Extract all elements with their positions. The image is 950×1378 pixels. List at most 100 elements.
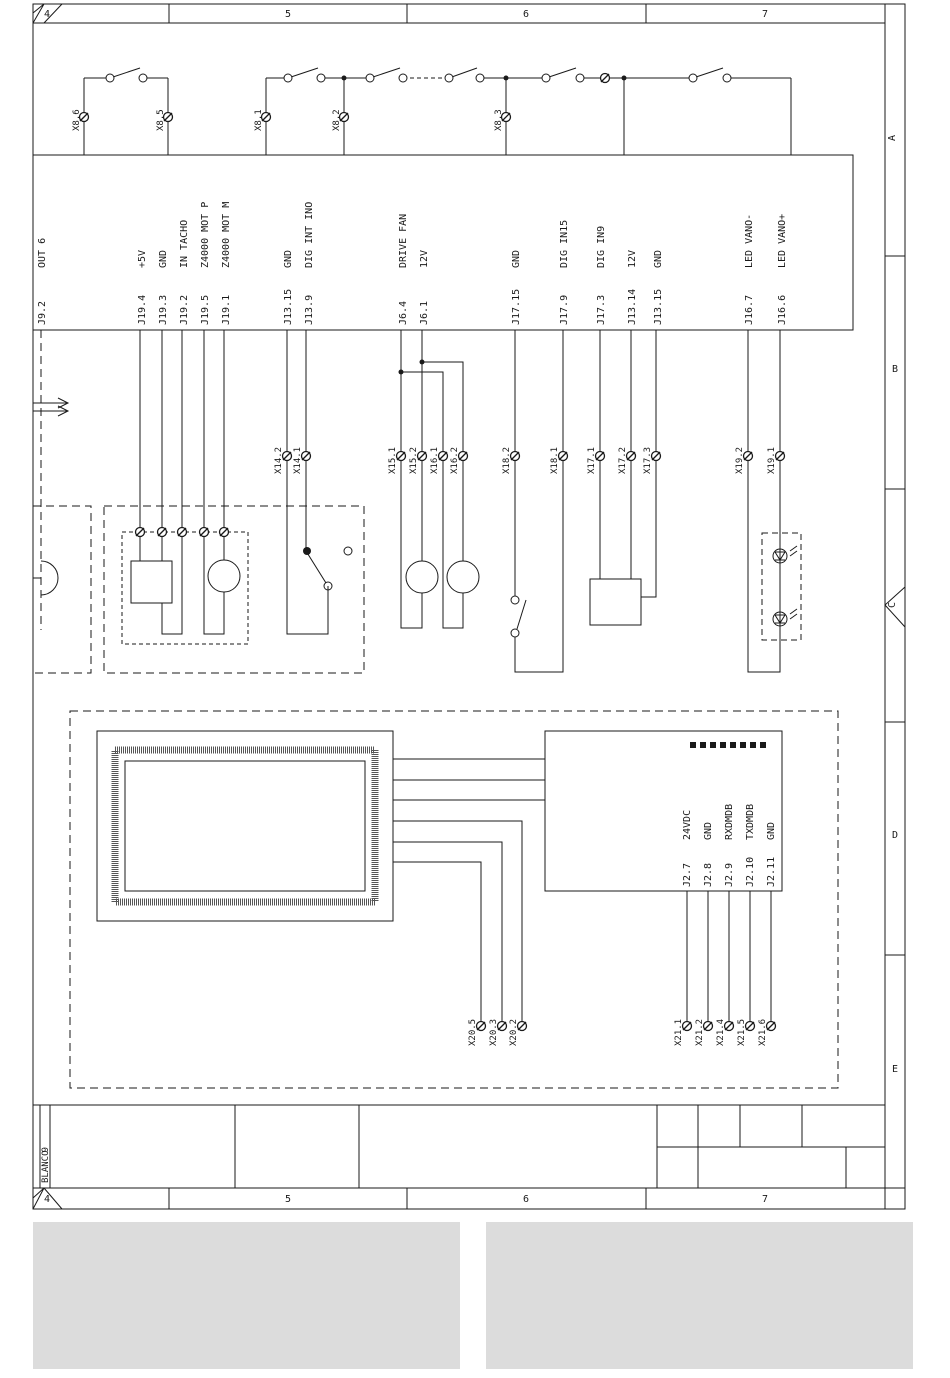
terminal-top-slash <box>339 112 349 122</box>
gray-panel-left <box>33 1222 460 1369</box>
terminal-mid-slash <box>626 451 636 461</box>
board-signal-label: DIG IN15 <box>559 220 570 268</box>
board-pin-label: J16.7 <box>744 295 755 325</box>
display-pin-label: J2.10 <box>745 857 756 887</box>
terminal-mid-label: X16.1 <box>430 447 440 474</box>
terminal-mid-label: X18.2 <box>502 447 512 474</box>
board-signal-label: DIG INT INO <box>304 202 315 268</box>
title-block-sub: 9 <box>41 1147 51 1152</box>
terminal-mid-label: X19.1 <box>767 447 777 474</box>
terminal-mid-slash <box>417 451 427 461</box>
board-pin-label: J13.9 <box>304 295 315 325</box>
board-pin-label: J13.14 <box>627 289 638 325</box>
board-signal-label: LED VANO- <box>744 214 755 268</box>
board-pin-label: J17.15 <box>511 289 522 325</box>
terminal-mid-slash <box>558 451 568 461</box>
terminal-mid-slash <box>775 451 785 461</box>
board-signal-label: DRIVE FAN <box>398 214 409 268</box>
display-signal-label: TXDMDB <box>745 804 756 840</box>
board-pin-label: J9.2 <box>37 301 48 325</box>
terminal-bottom-label: X20.2 <box>509 1019 519 1046</box>
board-pin-label: J17.9 <box>559 295 570 325</box>
terminal-bottom-label: X21.4 <box>716 1019 726 1046</box>
board-pin-label: J19.1 <box>221 295 232 325</box>
terminal-top-label: X8.2 <box>332 109 342 131</box>
terminal-bottom-slash <box>517 1021 527 1031</box>
terminal-top-label: X8.1 <box>254 109 264 131</box>
terminal-top-slash <box>79 112 89 122</box>
terminal-bottom-slash <box>476 1021 486 1031</box>
terminal-component-slash <box>199 527 209 537</box>
terminal-bottom-label: X21.5 <box>737 1019 747 1046</box>
terminal-bottom-label: X20.3 <box>489 1019 499 1046</box>
display-pin-label: J2.9 <box>724 863 735 887</box>
terminal-bottom-slash <box>682 1021 692 1031</box>
board-signal-label: Z4000 MOT P <box>200 202 211 268</box>
board-signal-label: +5V <box>137 250 148 268</box>
terminal-mid-slash <box>595 451 605 461</box>
terminal-mid-slash <box>651 451 661 461</box>
terminal-bottom-label: X20.5 <box>468 1019 478 1046</box>
display-signal-label: GND <box>703 822 714 840</box>
terminal-switch-slash <box>600 73 610 83</box>
board-pin-label: J13.15 <box>653 289 664 325</box>
terminal-mid-label: X14.1 <box>293 447 303 474</box>
ruler-row: D <box>892 830 898 841</box>
board-signal-label: 12V <box>627 250 638 268</box>
terminal-mid-slash <box>282 451 292 461</box>
ruler-row: E <box>892 1064 898 1075</box>
ruler-row: A <box>887 135 898 141</box>
title-block-label: BLANCO <box>41 1150 51 1183</box>
terminal-mid-slash <box>510 451 520 461</box>
terminal-mid-label: X17.2 <box>618 447 628 474</box>
terminal-top-label: X8.6 <box>72 109 82 131</box>
terminal-bottom-slash <box>745 1021 755 1031</box>
terminal-mid-slash <box>743 451 753 461</box>
board-signal-label: OUT 6 <box>37 238 48 268</box>
terminal-mid-label: X15.2 <box>409 447 419 474</box>
ruler-col-top: 5 <box>285 9 291 20</box>
terminal-top-slash <box>163 112 173 122</box>
terminal-component-slash <box>135 527 145 537</box>
terminal-bottom-slash <box>703 1021 713 1031</box>
board-pin-label: J17.3 <box>596 295 607 325</box>
board-pin-label: J6.1 <box>419 301 430 325</box>
terminal-top-slash <box>501 112 511 122</box>
ruler-col-bottom: 4 <box>44 1194 50 1205</box>
board-signal-label: 12V <box>419 250 430 268</box>
display-pin-label: J2.8 <box>703 863 714 887</box>
display-pin-label: J2.7 <box>682 863 693 887</box>
terminal-bottom-label: X21.6 <box>758 1019 768 1046</box>
terminal-mid-label: X18.1 <box>550 447 560 474</box>
terminal-mid-label: X17.3 <box>643 447 653 474</box>
display-signal-label: GND <box>766 822 777 840</box>
display-signal-label: 24VDC <box>682 810 693 840</box>
board-signal-label: Z4000 MOT M <box>221 202 232 268</box>
terminal-mid-label: X15.1 <box>388 447 398 474</box>
ruler-col-bottom: 7 <box>762 1194 768 1205</box>
display-signal-label: RXDMDB <box>724 804 735 840</box>
ruler-col-top: 6 <box>523 9 529 20</box>
board-signal-label: GND <box>158 250 169 268</box>
terminal-top-slash <box>261 112 271 122</box>
gray-panel-right <box>486 1222 913 1369</box>
board-pin-label: J16.6 <box>777 295 788 325</box>
terminal-bottom-slash <box>497 1021 507 1031</box>
ruler-col-bottom: 6 <box>523 1194 529 1205</box>
terminal-mid-label: X14.2 <box>274 447 284 474</box>
board-signal-label: DIG IN9 <box>596 226 607 268</box>
display-pin-label: J2.11 <box>766 857 777 887</box>
board-signal-label: GND <box>653 250 664 268</box>
terminal-mid-label: X19.2 <box>735 447 745 474</box>
terminal-bottom-label: X21.1 <box>674 1019 684 1046</box>
terminal-bottom-label: X21.2 <box>695 1019 705 1046</box>
terminal-bottom-slash <box>724 1021 734 1031</box>
board-signal-label: GND <box>283 250 294 268</box>
board-signal-label: LED VANO+ <box>777 214 788 268</box>
board-pin-label: J19.4 <box>137 295 148 325</box>
ruler-col-top: 4 <box>44 9 50 20</box>
board-pin-label: J13.15 <box>283 289 294 325</box>
ruler-col-bottom: 5 <box>285 1194 291 1205</box>
terminal-top-label: X8.3 <box>494 109 504 131</box>
